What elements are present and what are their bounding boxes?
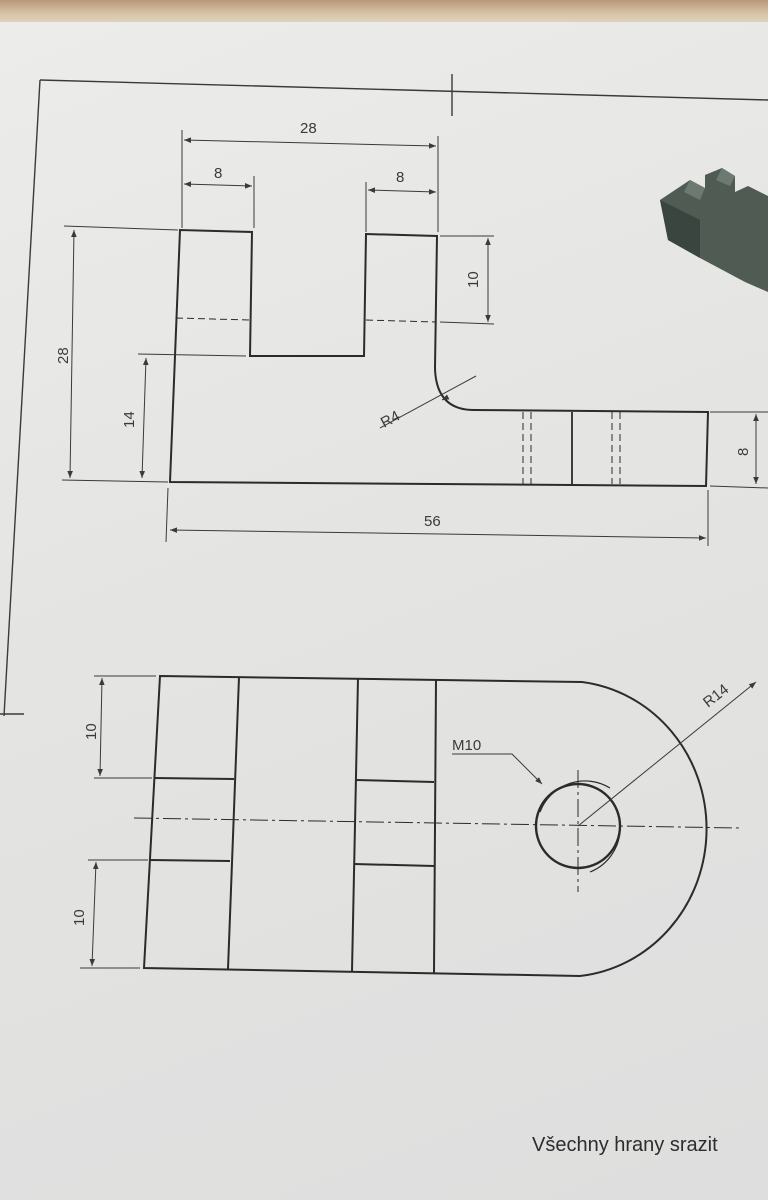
dim-plan-lower: 10 [71, 909, 88, 926]
dim-top-width: 28 [300, 120, 317, 137]
dim-step-height: 14 [121, 411, 138, 428]
front-view [168, 228, 710, 488]
dim-total-height: 28 [55, 347, 72, 364]
drawing-sheet [0, 22, 768, 1200]
dim-slot-depth: 10 [465, 271, 482, 288]
isometric-model-thumbnail [660, 168, 768, 292]
sheet-frame [0, 74, 768, 717]
dimension-lines [61, 130, 768, 969]
drawing-note: Všechny hrany srazit [532, 1134, 718, 1156]
plan-view [133, 674, 741, 978]
dim-plan-radius: R14 [700, 681, 732, 711]
dim-total-length: 56 [424, 513, 441, 530]
dimension-labels: 28 8 8 10 28 14 R4 8 56 10 10 R14 M10 [55, 120, 752, 926]
dim-right-slot-width: 8 [396, 169, 404, 186]
dim-base-thickness: 8 [735, 448, 752, 456]
dim-thread: M10 [452, 737, 481, 754]
dim-left-slot-width: 8 [214, 165, 222, 182]
dim-plan-upper: 10 [83, 723, 100, 740]
dim-fillet-radius: R4 [378, 408, 403, 432]
